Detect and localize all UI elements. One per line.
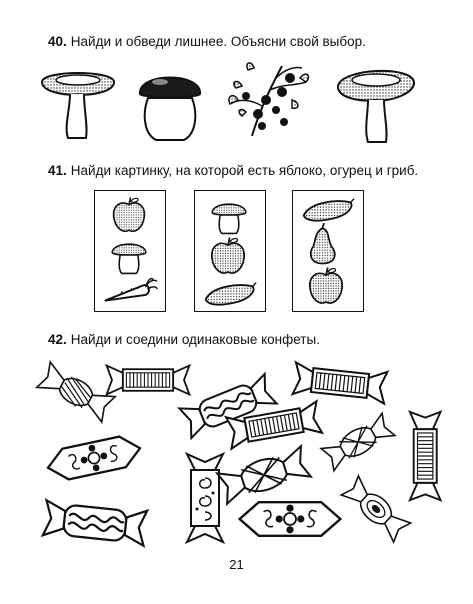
carrot-icon — [103, 277, 159, 302]
chanterelle-mushroom-2-picture[interactable] — [334, 62, 418, 144]
boletus-mushroom-picture[interactable] — [136, 62, 204, 142]
task-text: Найди и обведи лишнее. Объясни свой выбо… — [70, 34, 366, 49]
task-text: Найди и соедини одинаковые конфеты. — [70, 332, 320, 347]
apple-icon — [112, 196, 146, 232]
chanterelle-mushroom-1-picture[interactable] — [38, 66, 118, 140]
candy-wave-2[interactable] — [40, 499, 150, 547]
task-41-heading: 41.Найди картинку, на которой есть яблок… — [48, 163, 418, 179]
task-number: 41. — [48, 163, 67, 178]
task-number: 40. — [48, 34, 67, 49]
picture-card-3[interactable] — [292, 190, 364, 312]
mushroom-icon — [211, 203, 247, 235]
mushroom-icon — [111, 243, 147, 275]
apple-icon — [210, 236, 246, 274]
task-40-heading: 40.Найди и обведи лишнее. Объясни свой в… — [48, 34, 366, 50]
candy-scroll-1[interactable] — [150, 448, 224, 548]
page-number: 21 — [229, 557, 244, 572]
pear-icon — [309, 223, 336, 265]
task-42-heading: 42.Найди и соедини одинаковые конфеты. — [48, 332, 320, 348]
picture-card-2[interactable] — [194, 190, 266, 312]
task-number: 42. — [48, 332, 67, 347]
apple-icon — [308, 266, 344, 304]
picture-card-1[interactable] — [94, 190, 166, 312]
blueberry-branch-picture[interactable] — [222, 56, 312, 138]
candy-stripes-3[interactable] — [224, 400, 324, 450]
candy-stripes-2[interactable] — [290, 361, 390, 405]
candy-flower-2[interactable] — [230, 494, 350, 544]
task-text: Найди картинку, на которой есть яблоко, … — [70, 163, 419, 178]
cucumber-icon — [204, 281, 258, 306]
candy-flower-1[interactable] — [38, 426, 150, 490]
cucumber-icon — [302, 197, 356, 222]
